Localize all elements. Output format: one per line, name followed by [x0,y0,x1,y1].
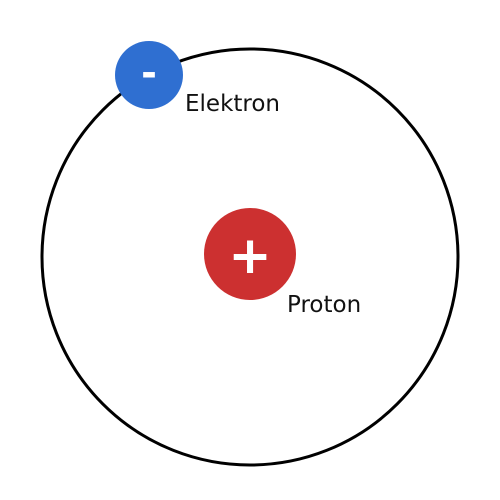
proton-sign: + [228,226,272,286]
proton: + [204,208,296,300]
proton-circle [204,208,296,300]
electron: - [115,41,183,109]
proton-label: Proton [287,292,362,318]
electron-sign: - [141,51,157,95]
electron-circle [115,41,183,109]
electron-orbit [40,47,460,467]
electron-label: Elektron [185,91,281,117]
